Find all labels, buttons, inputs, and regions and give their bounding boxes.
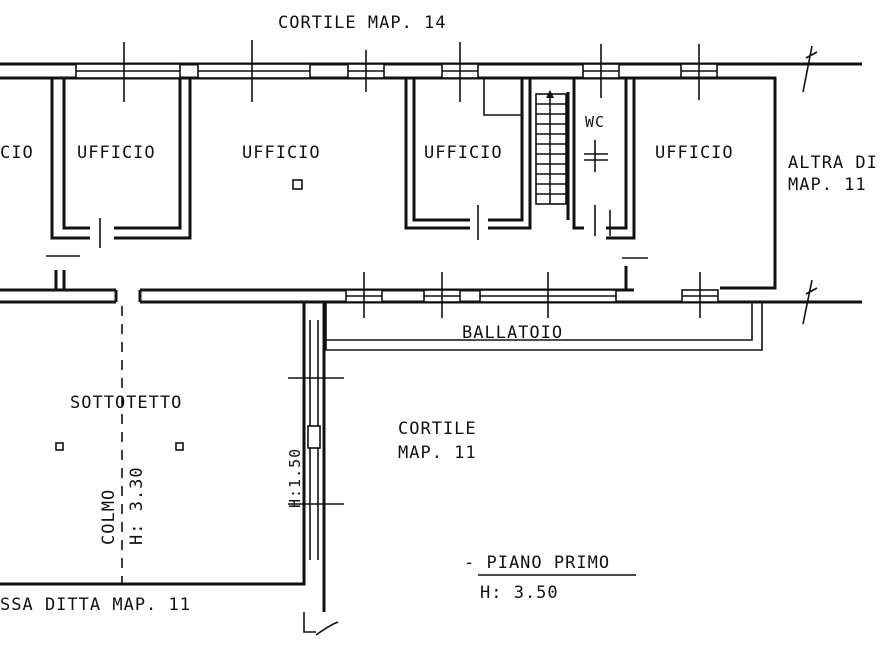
label-ufficio-4: UFFICIO	[655, 143, 734, 163]
pillars	[55, 179, 303, 451]
label-cortile-1: CORTILE	[398, 419, 477, 439]
label-cortile-2: MAP. 11	[398, 443, 477, 463]
label-ufficio-cut: CIO	[0, 143, 34, 163]
label-ufficio-3: UFFICIO	[424, 143, 503, 163]
label-cortile-top: CORTILE MAP. 14	[278, 13, 447, 33]
label-wc: WC	[585, 113, 605, 131]
ballatoio-outline	[325, 302, 763, 351]
label-altra-1: ALTRA DI	[788, 153, 878, 173]
label-piano-height: H: 3.50	[480, 583, 559, 603]
label-window-height: H:1.50	[286, 448, 304, 508]
top-windows	[75, 40, 718, 102]
room-walls	[50, 76, 777, 292]
label-piano: - PIANO PRIMO	[464, 553, 610, 573]
label-sottotetto: SOTTOTETTO	[70, 393, 182, 413]
middle-wall	[0, 255, 862, 325]
label-ufficio-2: UFFICIO	[242, 143, 321, 163]
label-colmo: COLMO	[99, 489, 119, 545]
label-ballatoio: BALLATOIO	[462, 323, 563, 343]
label-altra-2: MAP. 11	[788, 175, 867, 195]
label-ufficio-1: UFFICIO	[77, 143, 156, 163]
staircase	[535, 90, 567, 205]
vertical-wall	[0, 302, 344, 636]
label-colmo-height: H: 3.30	[127, 466, 147, 545]
label-bottom-left: SSA DITTA MAP. 11	[0, 595, 191, 615]
